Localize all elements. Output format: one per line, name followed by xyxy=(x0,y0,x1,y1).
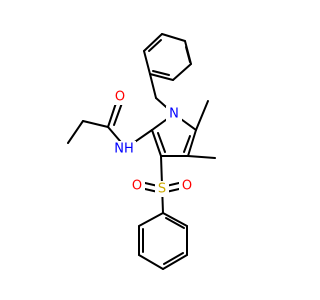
atom-label: NH xyxy=(114,142,134,157)
atom-labels: N NH O S O O xyxy=(112,89,195,197)
bond xyxy=(185,46,191,63)
structure-diagram: N NH O S O O xyxy=(67,33,216,270)
atom-label: N xyxy=(169,107,179,122)
bond xyxy=(67,120,84,144)
atom-label: S xyxy=(158,182,166,197)
atom-oxygen-sulfonyl-right: O xyxy=(179,178,195,194)
bond xyxy=(172,63,192,81)
atom-nitrogen-amide: NH xyxy=(112,141,136,157)
bonds xyxy=(67,33,216,270)
bond xyxy=(151,129,162,157)
bond xyxy=(138,212,164,227)
bond xyxy=(195,100,209,131)
bond xyxy=(157,132,166,153)
bond xyxy=(165,217,185,229)
bond xyxy=(149,73,174,81)
bond xyxy=(161,33,186,42)
atom-nitrogen-ring: N xyxy=(166,106,182,122)
bond xyxy=(143,33,163,52)
bond xyxy=(138,254,164,270)
atom-label: O xyxy=(115,90,125,105)
bond xyxy=(187,129,197,157)
bond xyxy=(162,212,188,227)
bond xyxy=(152,70,170,76)
bond xyxy=(187,155,216,159)
atom-sulfur: S xyxy=(155,181,169,197)
bond xyxy=(183,135,191,153)
atom-oxygen-sulfonyl-left: O xyxy=(129,178,145,194)
atom-label: O xyxy=(182,179,192,194)
bond xyxy=(82,120,109,128)
bond xyxy=(160,155,163,186)
atom-oxygen-carbonyl: O xyxy=(112,89,128,105)
bond xyxy=(163,252,184,265)
bond xyxy=(148,39,162,52)
bond xyxy=(149,73,157,99)
bond xyxy=(113,102,123,126)
bond xyxy=(143,50,151,75)
atom-label: O xyxy=(132,179,142,194)
bond xyxy=(162,254,188,270)
